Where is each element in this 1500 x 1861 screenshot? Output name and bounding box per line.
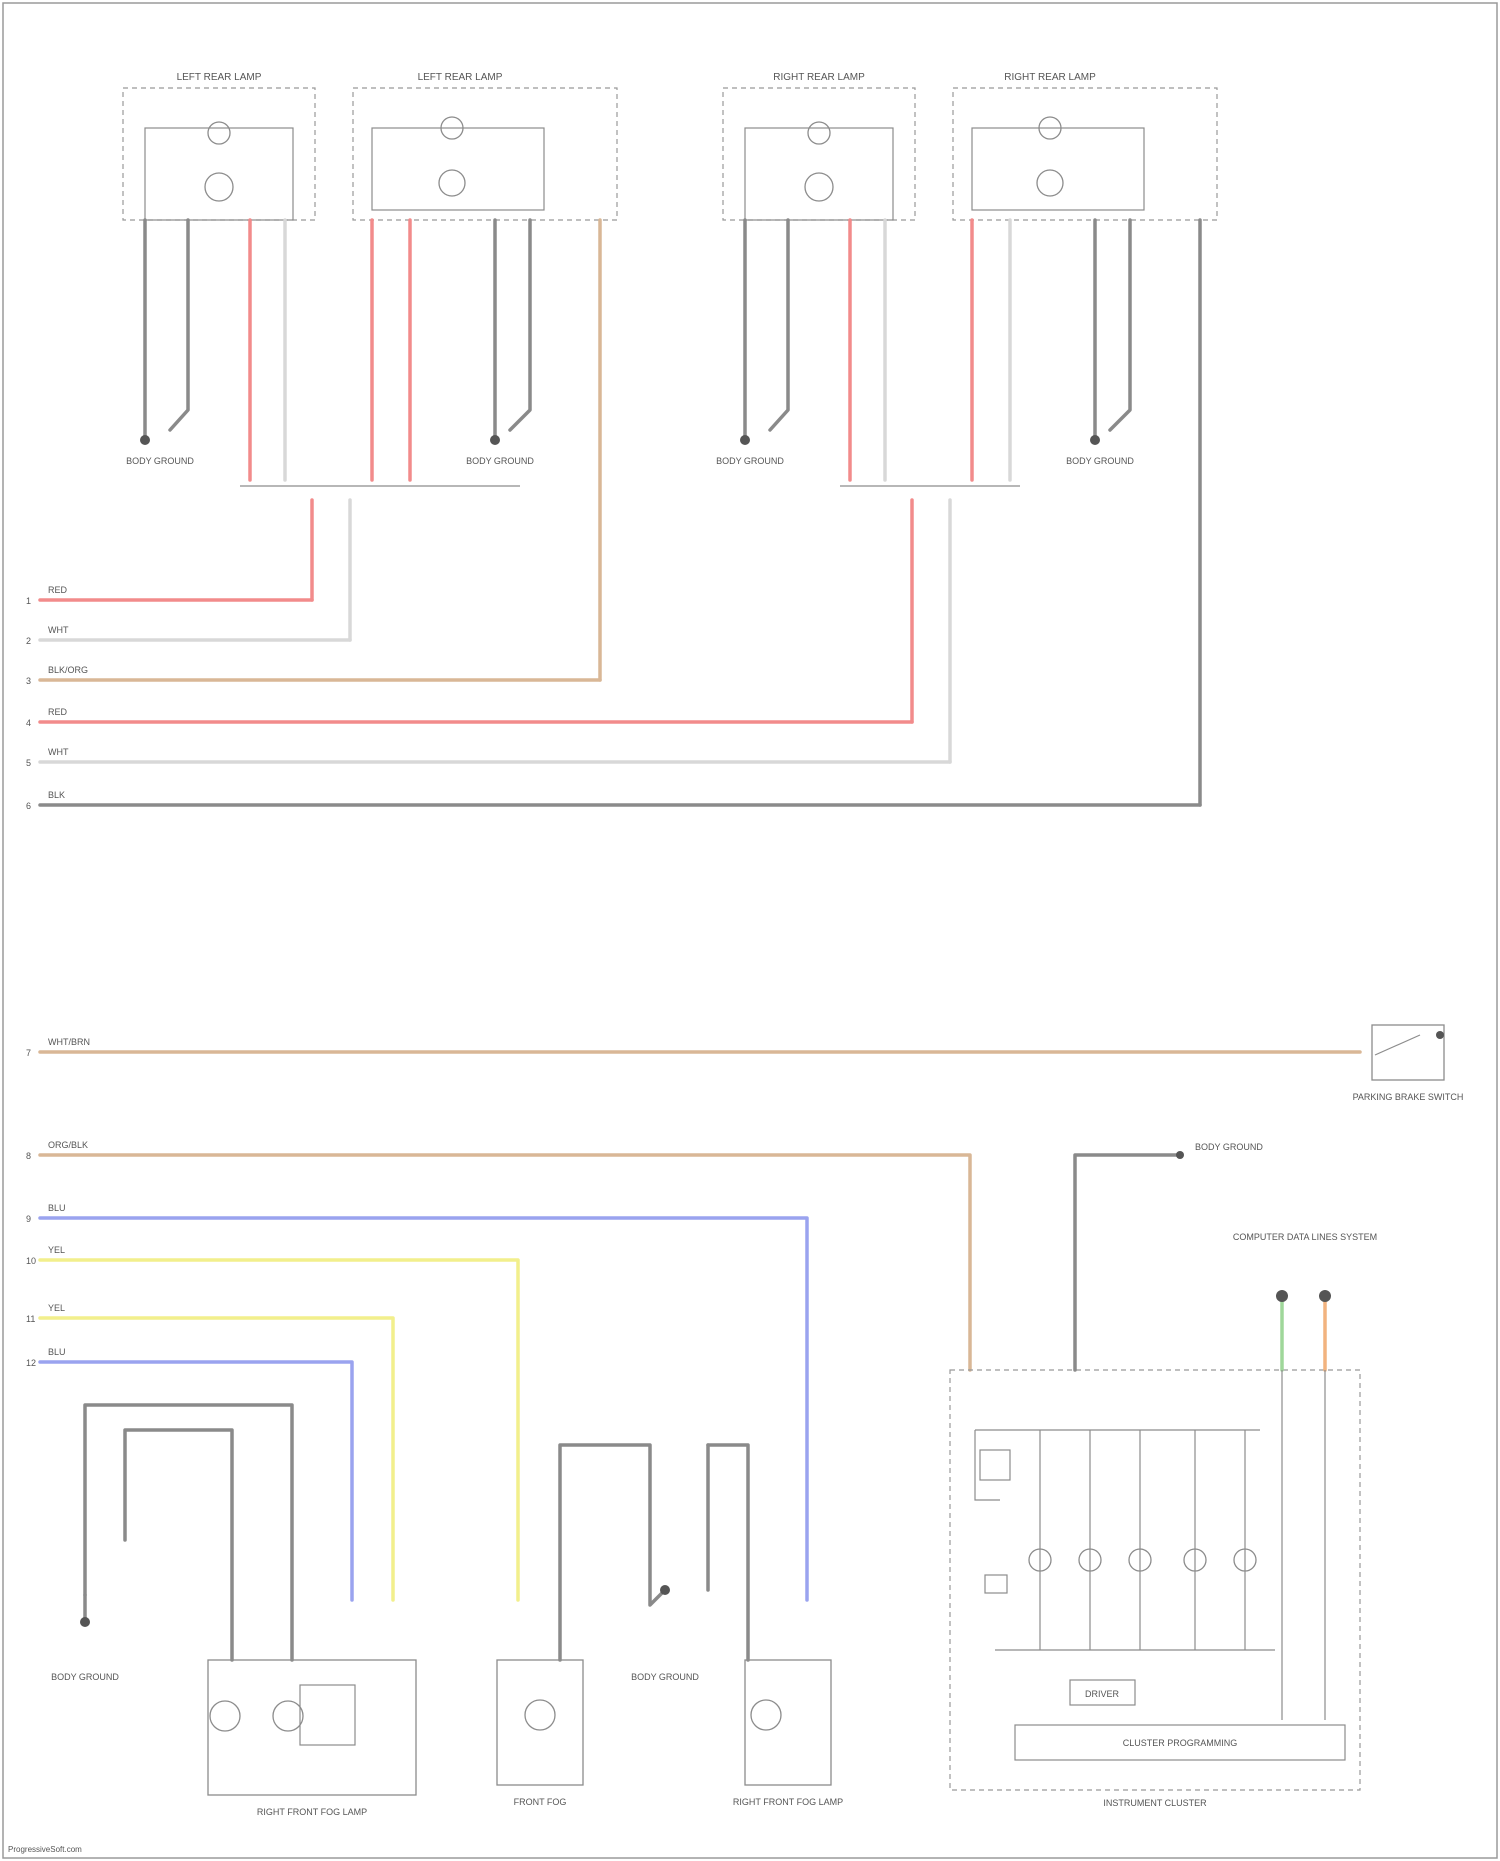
ground-point (490, 435, 500, 445)
data-lines-label: COMPUTER DATA LINES SYSTEM (1233, 1232, 1377, 1242)
pin-number: 11 (26, 1314, 35, 1324)
pin-number: 12 (26, 1358, 36, 1368)
wire-label: BLK/ORG (48, 665, 88, 675)
cluster-sub-label: CLUSTER PROGRAMMING (1123, 1738, 1238, 1748)
switch-label: PARKING BRAKE SWITCH (1353, 1092, 1464, 1102)
pin-number: 6 (26, 801, 31, 811)
pin-number: 2 (26, 636, 31, 646)
wire-label: RED (48, 707, 68, 717)
ground-label: BODY GROUND (1066, 456, 1134, 466)
ground-point (660, 1585, 670, 1595)
driver-label: DRIVER (1085, 1689, 1120, 1699)
pin-number: 3 (26, 676, 31, 686)
wire-label: BLU (48, 1347, 66, 1357)
ground-label: BODY GROUND (51, 1672, 119, 1682)
ground-point (740, 435, 750, 445)
ground-point (140, 435, 150, 445)
component-label: RIGHT FRONT FOG LAMP (257, 1807, 367, 1817)
pin-number: 10 (26, 1256, 36, 1266)
ground-label: BODY GROUND (631, 1672, 699, 1682)
lamp-title: LEFT REAR LAMP (418, 72, 503, 83)
component-label: INSTRUMENT CLUSTER (1103, 1798, 1207, 1808)
ground-label: BODY GROUND (466, 456, 534, 466)
ground-point (1090, 435, 1100, 445)
lamp-title: RIGHT REAR LAMP (1004, 72, 1096, 83)
ground-label: BODY GROUND (716, 456, 784, 466)
page-border (3, 3, 1497, 1858)
wire-label: WHT/BRN (48, 1037, 90, 1047)
cluster-ground-label: BODY GROUND (1195, 1142, 1263, 1152)
footer-credit: ProgressiveSoft.com (8, 1845, 82, 1854)
wire-label: YEL (48, 1303, 65, 1313)
wire-label: YEL (48, 1245, 65, 1255)
ground-label: BODY GROUND (126, 456, 194, 466)
wire-label: RED (48, 585, 68, 595)
pin-number: 5 (26, 758, 31, 768)
component-label: FRONT FOG (514, 1797, 567, 1807)
pin-number: 8 (26, 1151, 31, 1161)
component-label: RIGHT FRONT FOG LAMP (733, 1797, 843, 1807)
pin-number: 9 (26, 1214, 31, 1224)
wire-label: WHT (48, 747, 69, 757)
wire-label: WHT (48, 625, 69, 635)
lamp-title: LEFT REAR LAMP (177, 72, 262, 83)
pin-number: 4 (26, 718, 31, 728)
wire-label: ORG/BLK (48, 1140, 88, 1150)
pin-number: 7 (26, 1048, 31, 1058)
lamp-title: RIGHT REAR LAMP (773, 72, 865, 83)
pin-number: 1 (26, 596, 31, 606)
wire-label: BLU (48, 1203, 66, 1213)
ground-point (80, 1617, 90, 1627)
wire-label: BLK (48, 790, 65, 800)
